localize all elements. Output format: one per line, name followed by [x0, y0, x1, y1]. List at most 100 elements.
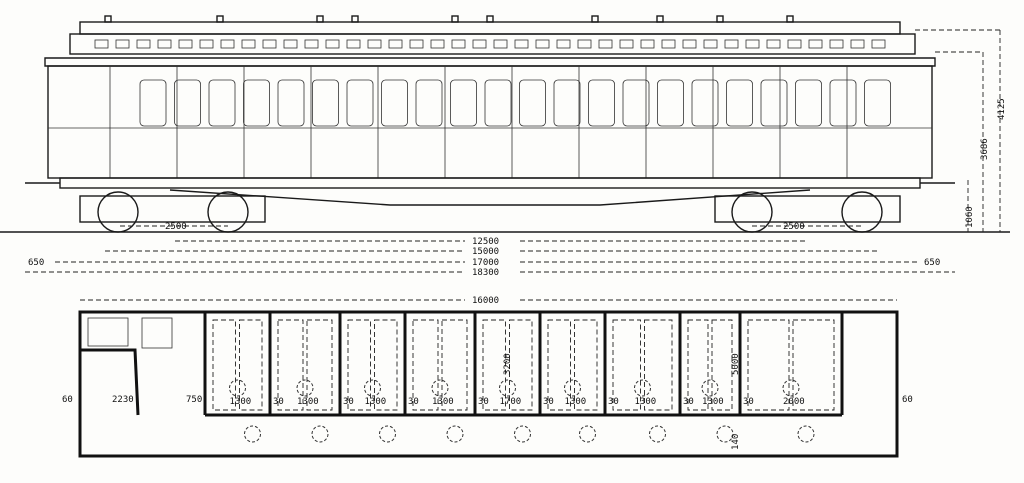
clerestory-window: [871, 39, 886, 49]
lamp-icon: [701, 379, 719, 397]
lamp-icon: [379, 425, 396, 443]
clerestory-window: [493, 39, 508, 49]
lamp-icon: [364, 379, 381, 397]
lamp-icon: [499, 379, 516, 397]
window: [726, 79, 753, 127]
dim-compartment: 2000: [783, 397, 805, 407]
seat-bench: [482, 319, 506, 411]
dim-compartment: 1300: [702, 397, 724, 407]
window: [312, 79, 339, 127]
window: [864, 79, 891, 127]
window: [588, 79, 615, 127]
dim-compartment: 1300: [297, 397, 319, 407]
clerestory-window: [619, 39, 634, 49]
dim-entry: 750: [186, 395, 202, 405]
seat-bench: [412, 319, 439, 411]
lamp-icon: [296, 379, 314, 397]
clerestory-window: [682, 39, 697, 49]
window: [346, 79, 374, 127]
window: [174, 79, 201, 127]
vent-icon: [716, 15, 724, 23]
dim-total-height: 4125: [997, 98, 1007, 120]
clerestory-window: [283, 39, 298, 49]
lamp-icon: [797, 425, 815, 443]
lamp-icon: [311, 425, 329, 443]
lamp-icon: [244, 425, 261, 443]
vent-icon: [656, 15, 664, 23]
clerestory-window: [745, 39, 760, 49]
vent-icon: [786, 15, 794, 23]
clerestory-window: [577, 39, 592, 49]
clerestory-window: [535, 39, 550, 49]
dim-width: 3200: [503, 353, 513, 375]
clerestory-window: [640, 39, 655, 49]
carriage-body: [47, 65, 933, 179]
seat-bench: [644, 319, 673, 411]
seat-bench: [612, 319, 641, 411]
window: [450, 79, 477, 127]
lamp-icon: [514, 425, 531, 443]
clerestory-window: [808, 39, 823, 49]
clerestory-window: [661, 39, 676, 49]
window: [208, 79, 236, 127]
clerestory: [69, 33, 916, 55]
dim-compartment: 1700: [500, 397, 522, 407]
clerestory-window: [346, 39, 361, 49]
vent-icon: [451, 15, 459, 23]
window: [760, 79, 788, 127]
vent-icon: [591, 15, 599, 23]
clerestory-window: [787, 39, 802, 49]
dim-bogie-left: 2500: [165, 222, 187, 232]
dim-bogie-centres: 12500: [472, 237, 499, 247]
solebar: [59, 177, 921, 189]
dim-body-height: 3686: [980, 138, 990, 160]
dim-plan-length: 16000: [472, 296, 499, 306]
vent-icon: [486, 15, 494, 23]
clerestory-window: [115, 39, 130, 49]
dim-wall: 30: [478, 397, 489, 407]
dim-compartment: 1300: [365, 397, 387, 407]
clerestory-window: [367, 39, 382, 49]
vent-icon: [216, 15, 224, 23]
window: [691, 79, 719, 127]
clerestory-window: [850, 39, 865, 49]
clerestory-window: [94, 39, 109, 49]
clerestory-window: [304, 39, 319, 49]
lamp-icon: [564, 379, 581, 397]
lamp-icon: [446, 425, 464, 443]
clerestory-window: [514, 39, 529, 49]
lavatory-wall: [80, 348, 140, 416]
window: [277, 79, 305, 127]
lamp-icon: [634, 379, 651, 397]
window: [553, 79, 581, 127]
clerestory-window: [766, 39, 781, 49]
clerestory-window: [199, 39, 214, 49]
window: [622, 79, 650, 127]
window-row: [109, 66, 891, 178]
dim-over-buffers: 18300: [472, 268, 499, 278]
clerestory-window: [703, 39, 718, 49]
seat-bench: [374, 319, 398, 411]
dim-overhang-left: 650: [28, 258, 44, 268]
clerestory-window: [409, 39, 424, 49]
dim-compartment: 1300: [230, 397, 252, 407]
vent-icon: [104, 15, 112, 23]
window: [519, 79, 546, 127]
seat-bench: [574, 319, 598, 411]
clerestory-window: [451, 39, 466, 49]
dim-end-right: 60: [902, 395, 913, 405]
lamp-icon: [579, 425, 596, 443]
window: [139, 79, 167, 127]
window: [829, 79, 857, 127]
seat-bench: [547, 319, 571, 411]
lamp-icon: [716, 425, 734, 443]
vent-icon: [316, 15, 324, 23]
window: [381, 79, 408, 127]
dim-bogie-right: 2500: [783, 222, 805, 232]
dim-underframe: 15000: [472, 247, 499, 257]
window: [657, 79, 684, 127]
clerestory-windows: [94, 39, 886, 49]
seat-bench: [792, 319, 835, 411]
